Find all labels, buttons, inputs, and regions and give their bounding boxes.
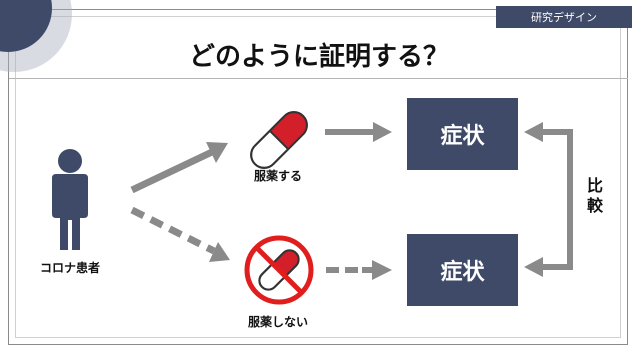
comparison-bracket: [524, 122, 573, 277]
pill-capsule-icon: [250, 111, 308, 169]
arrow-to-pill: [130, 142, 228, 194]
title-divider: [9, 78, 628, 79]
compare-char-1: 比: [586, 176, 603, 195]
pill-not-taken-label: 服薬しない: [247, 315, 308, 329]
symptom-box-top: 症状: [407, 98, 518, 170]
slide-inner-border: [15, 16, 621, 338]
slide-frame: [8, 9, 628, 345]
corner-decoration: [0, 0, 72, 72]
compare-label: 比 較: [585, 176, 605, 216]
arrow-to-symptom-top: [325, 122, 392, 142]
no-pill-icon: [244, 235, 314, 305]
arrow-to-symptom-bottom: [326, 260, 392, 280]
compare-char-2: 較: [586, 196, 603, 215]
slide-title: どのように証明する？: [188, 42, 449, 72]
arrow-to-no-pill: [130, 206, 230, 262]
person-label: コロナ患者: [39, 261, 100, 275]
symptom-box-bottom: 症状: [407, 234, 518, 306]
section-tag: 研究デザイン: [496, 6, 632, 28]
person-icon: [52, 149, 88, 250]
pill-taken-label: 服薬する: [253, 169, 302, 183]
